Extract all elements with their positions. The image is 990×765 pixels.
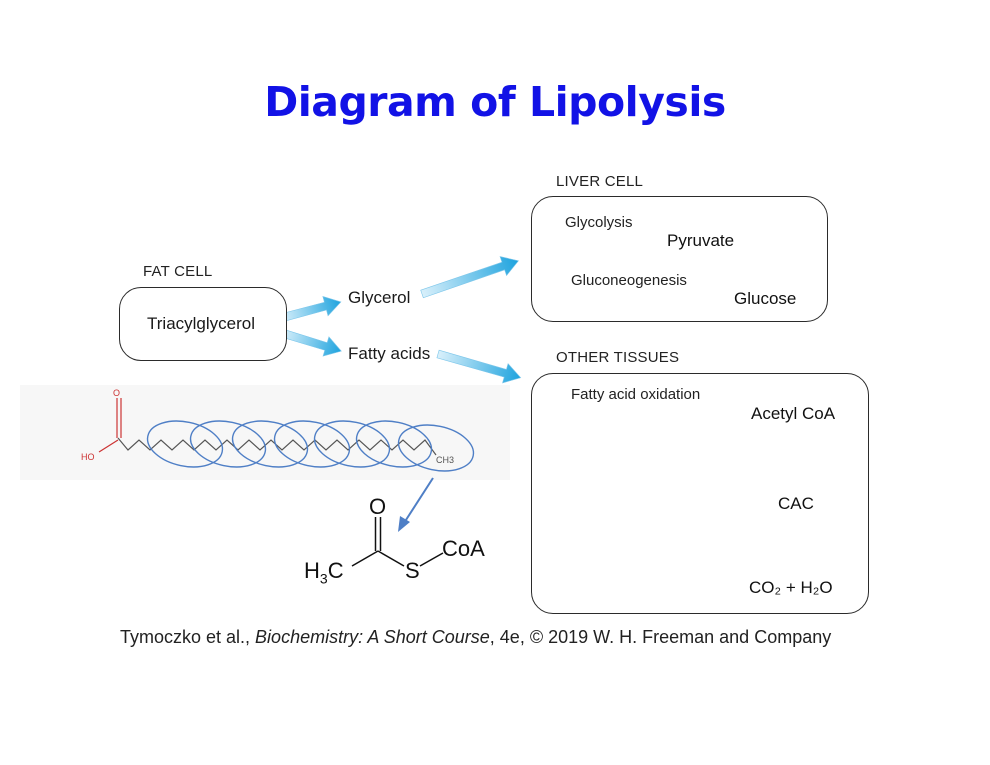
citation: Tymoczko et al., Biochemistry: A Short C… bbox=[120, 627, 831, 648]
gluconeogenesis-label: Gluconeogenesis bbox=[571, 272, 687, 289]
liver-cell-heading: LIVER CELL bbox=[556, 173, 644, 190]
acetyl-sulfur: S bbox=[405, 558, 420, 583]
acetyl-coa-product-label: Acetyl CoA bbox=[751, 404, 836, 423]
arrow-to-fatty-acids bbox=[280, 328, 342, 357]
fatty-acid-oxidation-label: Fatty acid oxidation bbox=[571, 386, 701, 403]
citation-rest: , 4e, © 2019 W. H. Freeman and Company bbox=[489, 627, 832, 647]
citation-book: Biochemistry: A Short Course bbox=[255, 627, 490, 647]
acetyl-unit-ellipse-6 bbox=[355, 420, 433, 468]
acetyl-unit-ellipse-7 bbox=[397, 424, 475, 472]
acetyl-oxygen: O bbox=[369, 494, 387, 519]
arrow-glycerol-to-liver bbox=[420, 256, 519, 299]
fatty-acid-methyl: CH3 bbox=[436, 455, 455, 465]
triacylglycerol-label: Triacylglycerol bbox=[147, 314, 256, 333]
other-tissues-box bbox=[531, 373, 869, 614]
fatty-acids-label: Fatty acids bbox=[348, 344, 431, 363]
fatty-acid-carbonyl-o: O bbox=[113, 388, 121, 398]
co2-h2o-label: CO₂ + H₂O bbox=[749, 578, 833, 597]
acetyl-unit-ellipse-4 bbox=[273, 420, 351, 468]
glycolysis-label: Glycolysis bbox=[565, 214, 633, 231]
acetyl-unit-ellipse-3 bbox=[231, 420, 309, 468]
arrow-to-acetyl-coa bbox=[403, 477, 434, 524]
acetyl-unit-ellipse-1 bbox=[146, 420, 224, 468]
fat-cell-box bbox=[119, 287, 287, 361]
citation-authors: Tymoczko et al., bbox=[120, 627, 256, 647]
arrow-fatty-acids-to-tissues bbox=[436, 349, 522, 384]
glucose-label: Glucose bbox=[734, 289, 797, 308]
acetyl-bond-c-s bbox=[377, 550, 405, 567]
acetyl-coa-label: CoA bbox=[442, 536, 485, 561]
cac-label: CAC bbox=[778, 494, 814, 513]
fatty-acid-hydroxyl: HO bbox=[81, 452, 95, 462]
pyruvate-label: Pyruvate bbox=[667, 231, 735, 250]
fat-cell-heading: FAT CELL bbox=[143, 263, 213, 280]
glycerol-label: Glycerol bbox=[348, 288, 411, 307]
arrow-to-glycerol bbox=[279, 295, 342, 323]
liver-cell-box bbox=[531, 196, 828, 322]
acetyl-methyl: H3C bbox=[304, 558, 344, 587]
acetyl-unit-ellipse-2 bbox=[189, 420, 267, 468]
acetyl-unit-ellipses bbox=[146, 420, 475, 472]
acetyl-bond-s-coa bbox=[419, 552, 444, 567]
page-title: Diagram of Lipolysis bbox=[264, 78, 726, 126]
acetyl-unit-ellipse-5 bbox=[313, 420, 391, 468]
other-tissues-heading: OTHER TISSUES bbox=[556, 349, 680, 366]
hydroxyl-bond bbox=[98, 439, 119, 453]
acetyl-bond-c-methyl bbox=[351, 550, 379, 567]
fatty-acid-panel bbox=[20, 385, 510, 480]
